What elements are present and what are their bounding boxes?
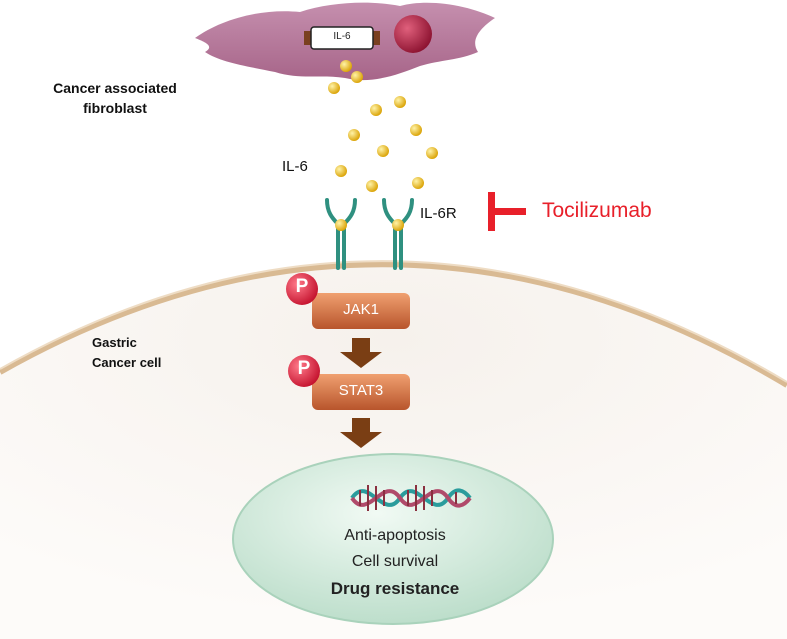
tocilizumab-label: Tocilizumab [542, 199, 652, 222]
il6-molecule [328, 82, 340, 94]
il6-molecule [412, 177, 424, 189]
il6-molecule [351, 71, 363, 83]
cancer-cell-body [0, 264, 787, 639]
gastric-cell-label-line1: Gastric [92, 335, 137, 350]
dna-helix-icon [350, 485, 472, 511]
il6-molecule [410, 124, 422, 136]
il6r-label: IL-6R [420, 205, 457, 222]
il6-molecule [377, 145, 389, 157]
il6-molecule [348, 129, 360, 141]
il6-molecule [335, 165, 347, 177]
phosphate-icon [286, 273, 318, 305]
il6-gene-tag [304, 26, 380, 50]
gastric-cell-label-line2: Cancer cell [92, 355, 162, 370]
jak1-phospho-label: P [295, 276, 309, 297]
il6-receptor [325, 198, 357, 270]
il6-molecule [366, 180, 378, 192]
nucleus-effect-drug-resistance: Drug resistance [330, 579, 460, 598]
down-arrow-icon [340, 338, 382, 368]
nucleus-effect-cell-survival: Cell survival [351, 553, 439, 570]
il6-molecule [394, 96, 406, 108]
phosphate-icon [288, 355, 320, 387]
fibroblast-label: Cancer associated fibroblast [30, 78, 200, 118]
jak1-label: JAK1 [343, 301, 379, 318]
nucleus-effect-anti-apoptosis: Anti-apoptosis [344, 527, 446, 544]
gastric-cell-label: Gastric Cancer cell [92, 333, 161, 373]
down-arrow-icon [340, 418, 382, 448]
il6-bound-molecule [392, 219, 404, 231]
il6-molecule [370, 104, 382, 116]
fibroblast-nucleus [394, 15, 432, 53]
stat3-phospho-label: P [297, 358, 311, 379]
il6-bound-molecule [335, 219, 347, 231]
il6-gene-label: IL-6 [333, 31, 351, 42]
stat3-box [312, 374, 410, 410]
fibroblast-label-line2: fibroblast [83, 100, 147, 116]
fibroblast-label-line1: Cancer associated [53, 80, 177, 96]
jak1-box [312, 293, 410, 329]
stat3-label: STAT3 [338, 382, 384, 399]
il6-receptor [382, 198, 414, 270]
il6-label: IL-6 [282, 158, 308, 175]
inhibition-icon [488, 192, 526, 231]
il6-molecule [340, 60, 352, 72]
il6-molecules [328, 60, 438, 192]
il6-molecule [426, 147, 438, 159]
nucleus [232, 453, 554, 625]
